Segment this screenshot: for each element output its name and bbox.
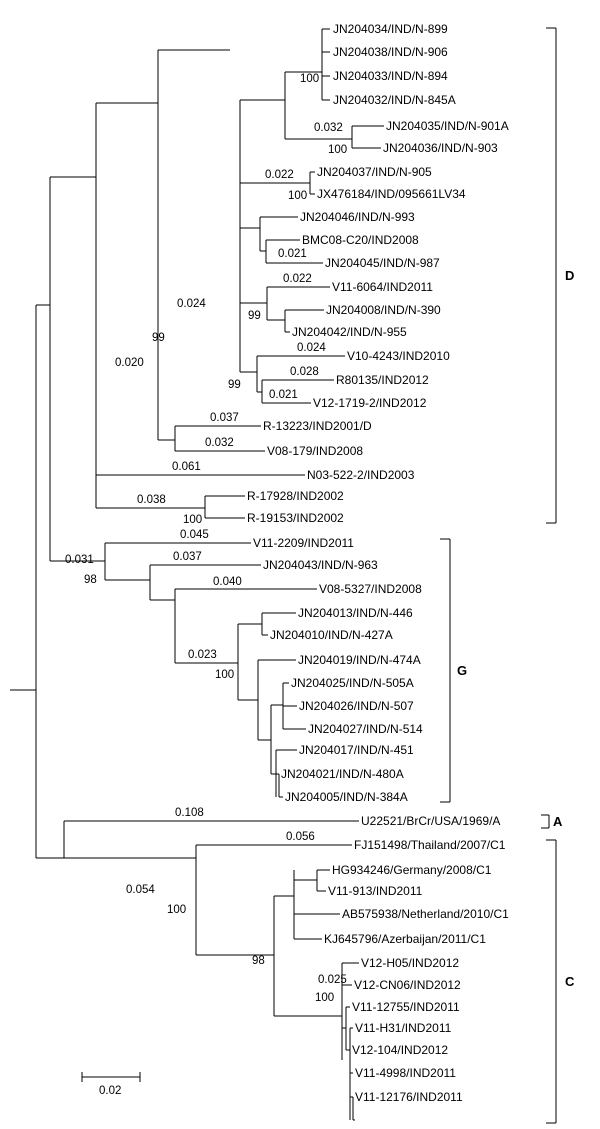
branch-length-label: 0.037: [173, 551, 202, 563]
tip-label: JN204010/IND/N-427A: [270, 628, 393, 642]
tip-label: U22521/BrCr/USA/1969/A: [361, 814, 500, 828]
branch-length-label: 0.045: [180, 529, 209, 541]
tip-label: V08-5327/IND2008: [319, 582, 422, 596]
bootstrap-value: 100: [300, 73, 319, 85]
tip-label: JN204038/IND/N-906: [333, 45, 448, 59]
branch-length-label: 0.022: [265, 169, 294, 181]
branch-length-label: 0.021: [269, 389, 298, 401]
bootstrap-value: 100: [167, 904, 186, 916]
tip-label: JN204019/IND/N-474A: [298, 653, 421, 667]
branch-length-label: 0.024: [297, 342, 326, 354]
tree-branches: [10, 28, 384, 1121]
branch-length-label: 0.054: [126, 884, 155, 896]
branch-length-label: 0.056: [286, 831, 315, 843]
tip-label: R-13223/IND2001/D: [263, 419, 372, 433]
branch-length-labels: 0.032 0.022 0.021 0.022 0.024 0.028 0.02…: [65, 122, 347, 986]
bootstrap-value: 98: [252, 955, 265, 967]
branch-length-label: 0.108: [175, 807, 204, 819]
tip-label: HG934246/Germany/2008/C1: [332, 863, 492, 877]
branch-length-label: 0.040: [213, 576, 242, 588]
tip-label: JX476184/IND/095661LV34: [317, 187, 466, 201]
clade-label-a: A: [553, 814, 563, 829]
branch-length-label: 0.032: [314, 122, 343, 134]
tip-label: KJ645796/Azerbaijan/2011/C1: [324, 932, 486, 946]
tip-label: FJ151498/Thailand/2007/C1: [354, 838, 506, 852]
tip-label: R-19153/IND2002: [247, 511, 344, 525]
bootstrap-value: 100: [288, 190, 307, 202]
branch-length-label: 0.061: [172, 461, 201, 473]
tip-label: V11-2209/IND2011: [253, 536, 354, 550]
scale-bar-label: 0.02: [99, 1085, 121, 1097]
tip-label: JN204036/IND/N-903: [383, 141, 498, 155]
tip-label: JN204034/IND/N-899: [333, 22, 448, 36]
tip-label: JN204027/IND/N-514: [308, 722, 423, 736]
tip-label: JN204026/IND/N-507: [299, 699, 414, 713]
tip-label: JN204008/IND/N-390: [326, 303, 441, 317]
tip-label: V10-4243/IND2010: [347, 349, 450, 363]
tip-label: JN204042/IND/N-955: [292, 325, 407, 339]
bootstrap-value: 100: [315, 992, 334, 1004]
tip-label: JN204035/IND/N-901A: [386, 119, 509, 133]
branch-length-label: 0.038: [137, 494, 166, 506]
tip-label: JN204037/IND/N-905: [317, 165, 432, 179]
tip-label: V12-104/IND2012: [352, 1043, 448, 1057]
bootstrap-value: 100: [215, 669, 234, 681]
branch-length-label: 0.024: [177, 298, 206, 310]
tip-label: JN204032/IND/N-845A: [333, 93, 456, 107]
tip-label: V12-H05/IND2012: [361, 956, 459, 970]
tip-label: JN204045/IND/N-987: [325, 256, 440, 270]
tip-label: V11-12176/IND2011: [355, 1090, 463, 1104]
tip-label: JN204033/IND/N-894: [333, 69, 448, 83]
clade-label-g: G: [457, 663, 467, 678]
tip-label: V11-6064/IND2011: [332, 280, 433, 294]
branch-length-label: 0.020: [115, 357, 144, 369]
tip-label: JN204046/IND/N-993: [300, 210, 415, 224]
clade-label-c: C: [565, 974, 575, 989]
tip-label: V11-12755/IND2011: [352, 1000, 460, 1014]
bootstrap-value: 99: [152, 332, 165, 344]
branch-length-label: 0.028: [290, 366, 319, 378]
tip-label: N03-522-2/IND2003: [307, 468, 415, 482]
scale-bar: 0.02: [81, 1072, 141, 1097]
tip-label: V11-4998/IND2011: [355, 1066, 456, 1080]
bootstrap-value: 100: [328, 144, 347, 156]
clade-brackets: D G A C: [440, 27, 575, 1124]
bootstrap-value: 98: [84, 574, 97, 586]
bootstrap-value: 99: [248, 310, 261, 322]
tip-label: R80135/IND2012: [336, 373, 429, 387]
clade-label-d: D: [565, 268, 574, 283]
branch-length-label: 0.021: [278, 248, 307, 260]
tip-label: AB575938/Netherland/2010/C1: [342, 907, 509, 921]
tip-label: V11-H31/IND2011: [355, 1021, 452, 1035]
branch-length-label: 0.022: [283, 273, 312, 285]
tip-label: R-17928/IND2002: [247, 489, 344, 503]
tip-label: JN204005/IND/N-384A: [285, 790, 408, 804]
branch-length-label: 0.032: [205, 437, 234, 449]
tip-label: JN204017/IND/N-451: [299, 743, 414, 757]
tip-labels: JN204034/IND/N-899 JN204038/IND/N-906 JN…: [247, 22, 509, 1104]
tip-label: JN204013/IND/N-446: [298, 606, 413, 620]
bootstrap-value: 100: [183, 514, 202, 526]
tip-label: V11-913/IND2011: [328, 884, 423, 898]
tip-label: BMC08-C20/IND2008: [302, 233, 419, 247]
tip-label: V08-179/IND2008: [267, 444, 363, 458]
tip-label: V12-CN06/IND2012: [354, 978, 461, 992]
tip-label: JN204025/IND/N-505A: [291, 676, 414, 690]
branch-length-label: 0.037: [210, 412, 239, 424]
branch-length-label: 0.031: [65, 554, 94, 566]
tip-label: JN204043/IND/N-963: [263, 558, 378, 572]
bootstrap-labels: 100 100 100 99 99 99 100 98 100 98 100 1…: [84, 73, 347, 1004]
tip-label: V12-1719-2/IND2012: [313, 396, 427, 410]
bootstrap-value: 99: [228, 379, 241, 391]
branch-length-label: 0.023: [188, 649, 217, 661]
branch-length-label: 0.025: [318, 974, 347, 986]
tip-label: JN204021/IND/N-480A: [281, 767, 404, 781]
